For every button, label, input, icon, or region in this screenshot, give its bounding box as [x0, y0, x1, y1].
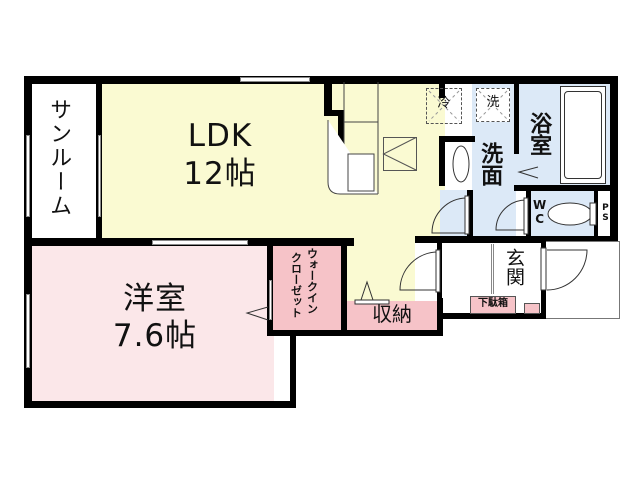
walk-in-closet-label-col2: クローゼット [289, 252, 303, 318]
western-room-label-line1: 洋室 [123, 281, 187, 317]
western-room-label-line2: 7.6帖 [112, 318, 198, 354]
entrance-step-line [491, 244, 494, 294]
sunroom-label: サンルーム [46, 98, 72, 218]
wall-bath-bottom [514, 185, 618, 191]
ldk-room [100, 82, 445, 240]
wall-washroom-door-jamb [467, 190, 473, 240]
wall-entrance-bottom [437, 313, 547, 319]
cross-mark-icon [478, 90, 508, 120]
washroom-label: 洗面 [477, 142, 503, 186]
bathroom-label: 浴室 [526, 112, 552, 156]
bathtub [560, 86, 606, 184]
ldk-label-line2: 12帖 [183, 156, 257, 192]
ldk-lower-area [345, 240, 415, 302]
shoe-box-label: 下駄箱 [478, 298, 508, 309]
washroom-lower [440, 190, 516, 236]
wash-basin-icon [445, 142, 471, 186]
entrance-label: 玄関 [502, 248, 525, 286]
wall-bottom-western [24, 401, 296, 408]
wall-western-right [290, 330, 296, 408]
closet-door [269, 280, 272, 320]
wall-washroom-notch [439, 136, 475, 142]
ldk-washroom-door-swing [431, 195, 470, 235]
storage-closet [346, 301, 438, 331]
storage-door-marker [354, 280, 390, 305]
washer-label: 洗 [486, 95, 500, 110]
wall-ldk-right-upper [439, 82, 445, 98]
wall-top [24, 76, 618, 84]
western-room [30, 244, 274, 402]
window-sunroom-divider [98, 135, 101, 217]
window-western-top [152, 240, 248, 245]
pipe-space-label: PS [600, 203, 611, 223]
cross-mark-icon [428, 90, 460, 122]
storage-label: 収納 [372, 302, 412, 326]
washer-space: 洗 [476, 88, 510, 122]
fridge-space: 冷 [426, 88, 462, 124]
bath-door-marker [517, 166, 539, 179]
porch [546, 241, 620, 319]
wc-door-swing [495, 197, 529, 235]
wall-storage-bottom [341, 330, 443, 336]
walk-in-closet [272, 244, 342, 334]
wall-wet-bottom [415, 236, 618, 243]
toilet-label: WC [532, 198, 547, 226]
closet-door-marker [245, 306, 269, 321]
wall-closet-right [341, 238, 347, 336]
wall-washroom-top [439, 82, 473, 84]
shoe-box: 下駄箱 [470, 296, 516, 314]
wall-closet-bottom [267, 330, 347, 336]
wall-washroom-left [439, 136, 445, 186]
sunroom [30, 82, 100, 240]
wall-right [610, 76, 618, 244]
window-western-left [26, 294, 30, 368]
kitchen-stove-icon [382, 137, 417, 171]
shoe-box-small [524, 303, 540, 314]
front-door-swing [540, 247, 588, 291]
entrance-inner-door-swing [399, 249, 441, 293]
window-ldk-top [240, 77, 310, 82]
kitchen-counter [324, 82, 379, 195]
toilet-icon [547, 202, 597, 226]
walk-in-closet-label-col1: ウォークイン [305, 248, 319, 314]
fridge-label: 冷 [437, 96, 451, 111]
wall-bath-left [514, 82, 519, 154]
window-sunroom-left [26, 135, 30, 217]
ldk-label-line1: LDK [187, 118, 253, 154]
bathtub-inner [564, 91, 602, 179]
